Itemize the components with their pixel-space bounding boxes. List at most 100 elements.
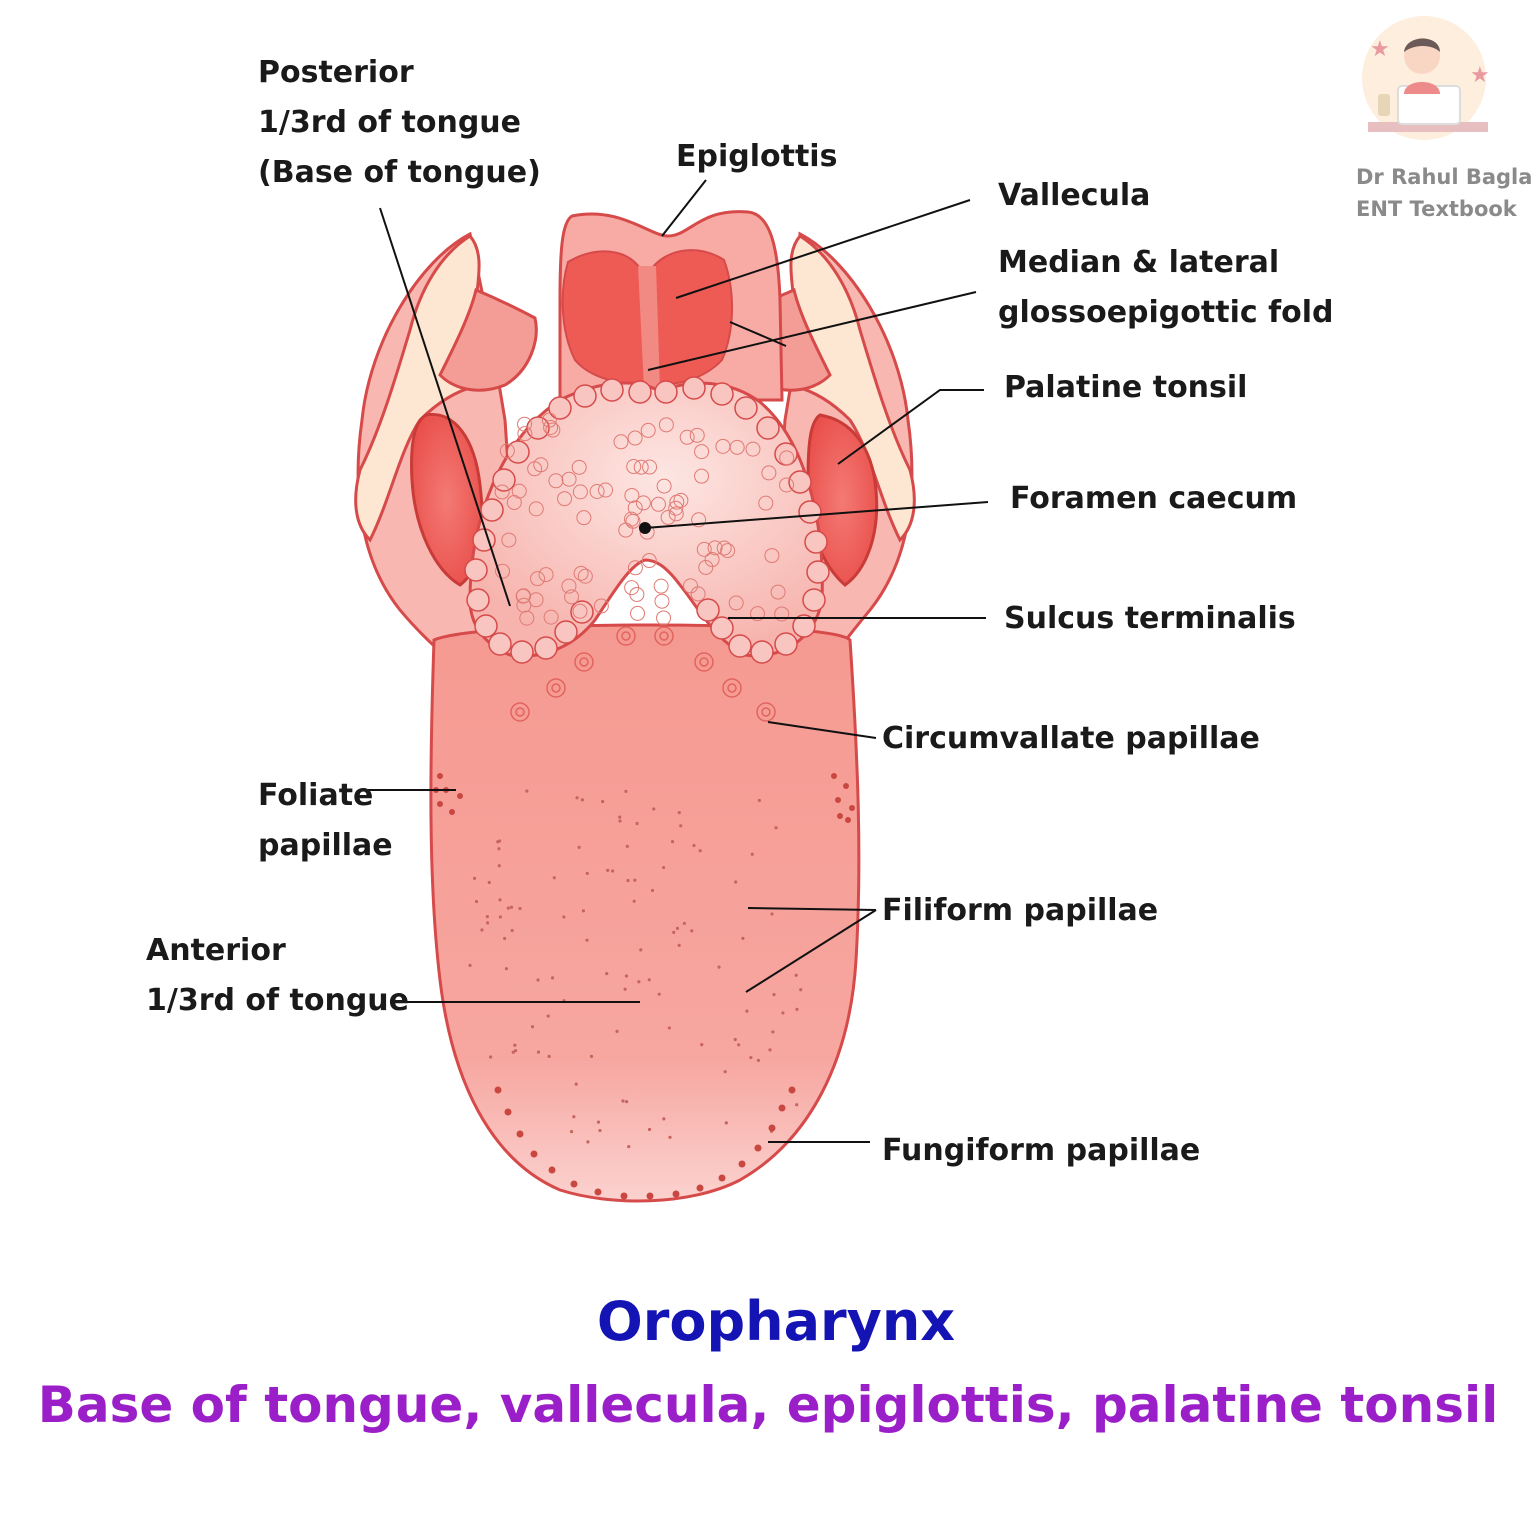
filiform-papilla (552, 876, 556, 880)
follicle-inner (528, 501, 544, 517)
label-foramen-caecum: Foramen caecum (1010, 481, 1297, 516)
filiform-papilla (677, 811, 681, 815)
label-foliate-line2: papillae (258, 828, 393, 863)
follicle-inner (673, 492, 689, 508)
follicle (798, 500, 822, 524)
label-glossoepiglottic-line1: Median & lateral (998, 245, 1279, 280)
label-epiglottis: Epiglottis (676, 139, 837, 174)
leader-vallecula (675, 199, 971, 299)
follicle-inner (627, 430, 643, 446)
filiform-papilla (497, 864, 501, 868)
filiform-papilla (667, 1026, 671, 1030)
follicle-inner (572, 484, 588, 500)
filiform-papilla (550, 976, 555, 980)
filiform-papilla (621, 1099, 625, 1103)
foliate-papilla (843, 783, 849, 789)
follicle-inner (707, 540, 723, 556)
fungiform-papilla (570, 1180, 578, 1188)
filiform-papilla (577, 845, 581, 849)
follicle (600, 378, 624, 402)
fungiform-papilla (718, 1174, 726, 1182)
filiform-papilla (627, 1144, 631, 1149)
fungiform-papilla (646, 1192, 654, 1200)
follicle-inner (530, 571, 546, 587)
filiform-papilla (794, 973, 798, 977)
filiform-papilla (530, 1025, 535, 1029)
filiform-papilla (546, 1014, 550, 1018)
leader-filiform-2 (745, 909, 877, 993)
filiform-papilla (675, 926, 680, 930)
filiform-papilla (690, 929, 694, 933)
label-vallecula: Vallecula (998, 178, 1150, 213)
fungiform-papilla (788, 1086, 796, 1094)
foliate-papilla (831, 773, 837, 779)
filiform-papilla (781, 1011, 785, 1015)
filiform-papilla (633, 878, 637, 882)
circumvallate-papilla (546, 678, 566, 698)
follicle (696, 598, 720, 622)
lingual-tonsil-follicles (464, 376, 830, 664)
fungiform-papilla (504, 1108, 512, 1116)
circumvallate-papilla (574, 652, 594, 672)
filiform-papilla (615, 1029, 619, 1033)
circumvallate-papilla (616, 626, 636, 646)
follicle-inner (541, 412, 557, 428)
filiform-papilla (626, 878, 630, 883)
filiform-papilla (618, 819, 622, 823)
filiform-papilla (585, 871, 589, 876)
fungiform-papilla (530, 1150, 538, 1158)
follicle (554, 620, 578, 644)
diagram-title: Oropharynx (597, 1290, 955, 1353)
filiform-papilla (635, 821, 639, 826)
filiform-papilla (485, 921, 490, 925)
circumvallate-papilla (694, 652, 714, 672)
follicle-inner (495, 563, 511, 579)
filiform-papilla (511, 1050, 515, 1054)
follicle-inner (656, 478, 672, 494)
follicle-inner (577, 568, 593, 584)
follicle (774, 632, 798, 656)
filiform-papilla (652, 807, 656, 811)
follicle-inner (779, 477, 795, 493)
filiform-papilla (525, 789, 529, 793)
follicle-inner (668, 500, 684, 516)
filiform-papilla (572, 1115, 576, 1119)
follicle-inner (633, 459, 649, 475)
follicle-inner (561, 471, 577, 487)
filiform-papilla (772, 993, 776, 997)
follicle-inner (689, 427, 705, 443)
label-filiform: Filiform papillae (882, 893, 1158, 928)
filiform-papilla (472, 876, 477, 880)
filiform-papilla (574, 1082, 578, 1086)
follicle-inner (640, 422, 656, 438)
label-anterior-line2: 1/3rd of tongue (146, 983, 409, 1018)
follicle (774, 442, 798, 466)
label-palatine-tonsil: Palatine tonsil (1004, 370, 1247, 405)
circumvallate-papilla-core (551, 683, 561, 693)
follicle-inner (561, 578, 577, 594)
filiform-papilla (468, 963, 472, 967)
left-palatine-tonsil (410, 412, 484, 587)
follicle-inner (774, 606, 790, 622)
follicle-inner (668, 506, 684, 522)
leader-lateral-fold (729, 321, 787, 347)
follicle-inner (613, 434, 629, 450)
filiform-papilla (547, 1054, 551, 1058)
filiform-papilla (504, 967, 509, 971)
foliate-papilla (437, 773, 443, 779)
filiform-papilla (734, 880, 738, 884)
follicle-inner (517, 416, 533, 432)
filiform-papilla (488, 1055, 493, 1059)
follicle-inner (641, 553, 657, 569)
follicle-inner (627, 560, 643, 576)
filiform-papilla (647, 1127, 652, 1132)
filiform-papilla (637, 980, 641, 984)
leader-palatine-tonsil (837, 389, 984, 465)
follicle-inner (501, 532, 517, 548)
filiform-papilla (624, 974, 629, 978)
follicle (466, 588, 490, 612)
follicle-inner (691, 512, 707, 528)
filiform-papilla (733, 1037, 737, 1042)
follicle (526, 416, 550, 440)
